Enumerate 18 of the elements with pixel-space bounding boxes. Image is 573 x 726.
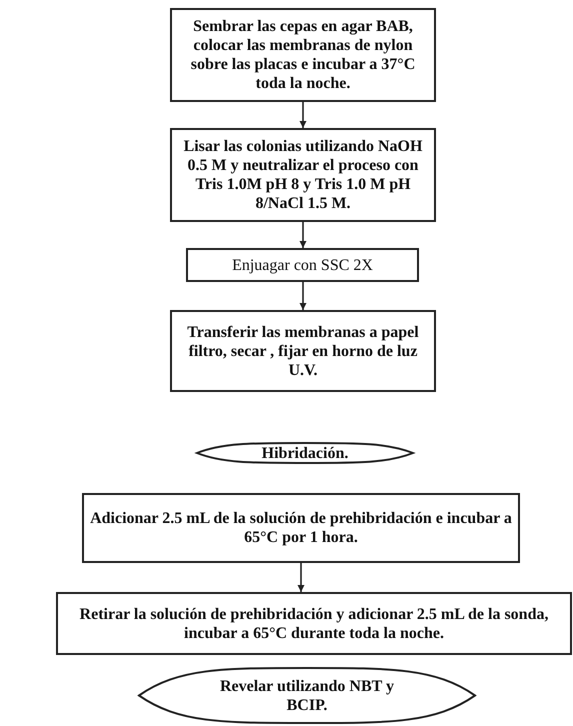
arrow	[300, 282, 306, 310]
process-box	[170, 128, 436, 222]
step-text: Hibridación.	[260, 444, 350, 462]
step-text: Transferir las membranas a papel filtro, secar , fijar en horno de luz U.V.	[186, 322, 420, 380]
arrow	[298, 563, 304, 592]
step-text: Enjuagar con SSC 2X	[231, 256, 374, 274]
step-text: Revelar utilizando NBT y BCIP.	[218, 676, 396, 714]
process-box	[186, 248, 419, 282]
step-text: Adicionar 2.5 mL de la solución de prehibridación e incubar a 65°C por 1 hora.	[89, 509, 513, 547]
step-text: Lisar las colonias utilizando NaOH 0.5 M y neutralizar el proceso con Tris 1.0M pH 8 y Tris 1.0 M pH 8/NaCl 1.5 M.	[182, 137, 424, 213]
arrow	[300, 102, 306, 128]
process-box	[56, 592, 572, 655]
arrow	[300, 222, 306, 248]
process-box	[170, 310, 436, 392]
step-text: Sembrar las cepas en agar BAB, colocar las membranas de nylon sobre las placas e incubar a 37°C toda la noche.	[190, 17, 416, 93]
step-text: Retirar la solución de prehibridación y adicionar 2.5 mL de la sonda, incubar a 65°C durante toda la noche.	[78, 604, 550, 642]
process-box	[82, 493, 520, 563]
process-box	[170, 8, 436, 102]
